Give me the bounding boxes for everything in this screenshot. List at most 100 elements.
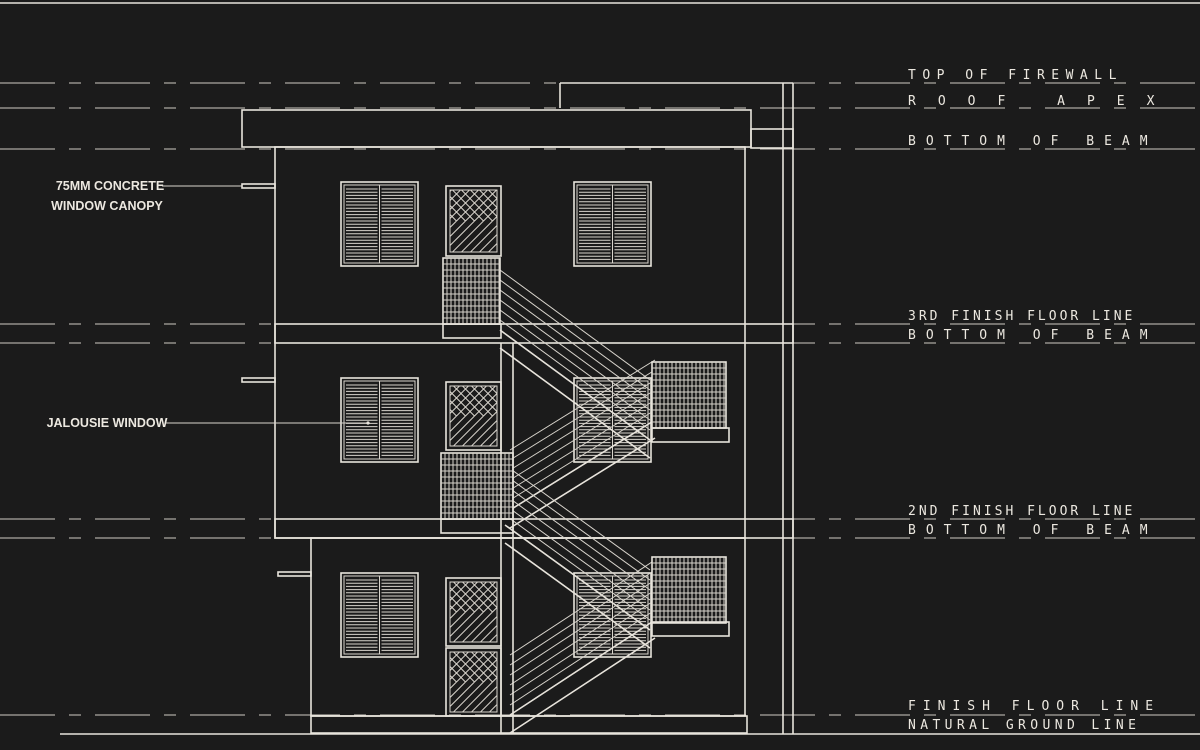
handrail	[499, 299, 651, 411]
handrail	[499, 269, 651, 381]
door-diagonal	[456, 582, 488, 613]
stair-flight-2	[509, 359, 656, 529]
door-diagonal	[450, 611, 466, 629]
door-diagonal	[529, 161, 589, 221]
firewall-corbel	[750, 128, 794, 149]
handrail	[499, 289, 651, 401]
door-diagonal	[450, 190, 471, 211]
door-diagonal	[461, 681, 493, 712]
canopy-floor3	[241, 183, 276, 189]
level-labels: TOP OF FIREWALL ROOF APEX BOTTOM OF BEAM…	[908, 68, 1176, 733]
stringer-bottom	[509, 637, 656, 734]
door-diagonal	[520, 161, 580, 221]
door-panel	[449, 581, 498, 643]
label-roof-apex: ROOF APEX	[908, 94, 1176, 109]
door-diagonal	[470, 386, 497, 413]
door-diagonal	[450, 213, 457, 222]
handrail	[504, 474, 651, 581]
handrail	[504, 504, 651, 611]
handrail	[509, 389, 656, 481]
landing-box	[651, 361, 727, 429]
door-4	[445, 622, 562, 717]
door-diagonal	[483, 597, 497, 613]
door-diagonal	[370, 161, 430, 221]
window-frame	[340, 377, 419, 463]
window-canopies	[241, 183, 312, 577]
roof-slab	[241, 109, 752, 148]
door-diagonal	[474, 658, 497, 683]
stringer-bottom	[499, 347, 651, 459]
handrail	[509, 589, 656, 686]
canopy-note-line2: WINDOW CANOPY	[51, 199, 163, 213]
label-top-of-firewall: TOP OF FIREWALL	[908, 68, 1123, 83]
door-diagonal	[361, 161, 421, 221]
door-diagonal	[379, 161, 439, 221]
door-diagonal	[460, 220, 493, 252]
jalousie-leader-dot	[366, 421, 370, 425]
handrail	[509, 409, 656, 501]
handrail	[509, 359, 656, 451]
door-diagonal	[450, 190, 462, 202]
handrail	[509, 609, 656, 706]
door-diagonal	[461, 582, 493, 613]
door-diagonal	[379, 552, 439, 612]
door-diagonal	[451, 220, 484, 252]
door-diagonal	[450, 681, 466, 699]
plinth	[310, 715, 748, 734]
door-diagonal	[470, 652, 497, 679]
door-2	[445, 381, 502, 451]
door-diagonal	[450, 190, 480, 220]
door-diagonal	[452, 681, 484, 712]
door-diagonal	[452, 415, 484, 446]
handrail	[509, 569, 656, 666]
door-diagonal	[450, 681, 475, 708]
door-diagonal	[502, 622, 562, 682]
door-diagonal	[502, 161, 562, 221]
window-frame	[340, 572, 419, 658]
door-diagonal	[470, 685, 497, 712]
handrail	[509, 559, 656, 656]
door-diagonal	[456, 652, 488, 683]
door-diagonal	[487, 190, 497, 200]
level-lines	[0, 82, 1200, 716]
door-diagonal	[361, 552, 421, 612]
door-diagonal	[478, 190, 497, 209]
door-diagonal	[394, 161, 454, 221]
door-diagonal	[450, 582, 479, 611]
handrail	[499, 309, 651, 421]
door-diagonal	[470, 615, 497, 642]
door-diagonal	[450, 399, 466, 417]
door-panel	[449, 385, 498, 447]
door-diagonal	[450, 220, 466, 238]
door-diagonal	[465, 582, 497, 613]
door-diagonal	[450, 656, 475, 683]
jalousie-windows	[340, 181, 652, 658]
door-diagonal	[450, 611, 475, 638]
second-floor-beam	[274, 518, 794, 539]
stair-landing-1	[442, 257, 501, 325]
handrail	[504, 514, 651, 621]
label-bottom-of-beam-roof: BOTTOM OF BEAM	[908, 134, 1158, 149]
doors	[334, 161, 598, 717]
handrail	[509, 379, 656, 471]
landing-slab	[651, 427, 730, 443]
door-diagonal	[450, 665, 466, 683]
handrail	[499, 279, 651, 391]
door-diagonal	[334, 552, 394, 612]
door-diagonal	[465, 386, 497, 417]
stringer-bottom	[504, 542, 651, 649]
door-diagonal	[450, 415, 466, 433]
door-diagonal	[483, 667, 497, 683]
handrail	[509, 369, 656, 461]
door-diagonal	[450, 190, 453, 193]
door-diagonal	[461, 386, 493, 417]
door-diagonal	[538, 161, 598, 221]
door-diagonal	[379, 221, 439, 281]
third-floor-beam	[274, 323, 794, 344]
door-diagonal	[478, 233, 497, 252]
door-diagonal	[452, 582, 484, 613]
landing-slab	[442, 323, 502, 339]
landing-slab	[440, 518, 514, 534]
handrail	[509, 599, 656, 696]
door-diagonal	[450, 386, 479, 415]
